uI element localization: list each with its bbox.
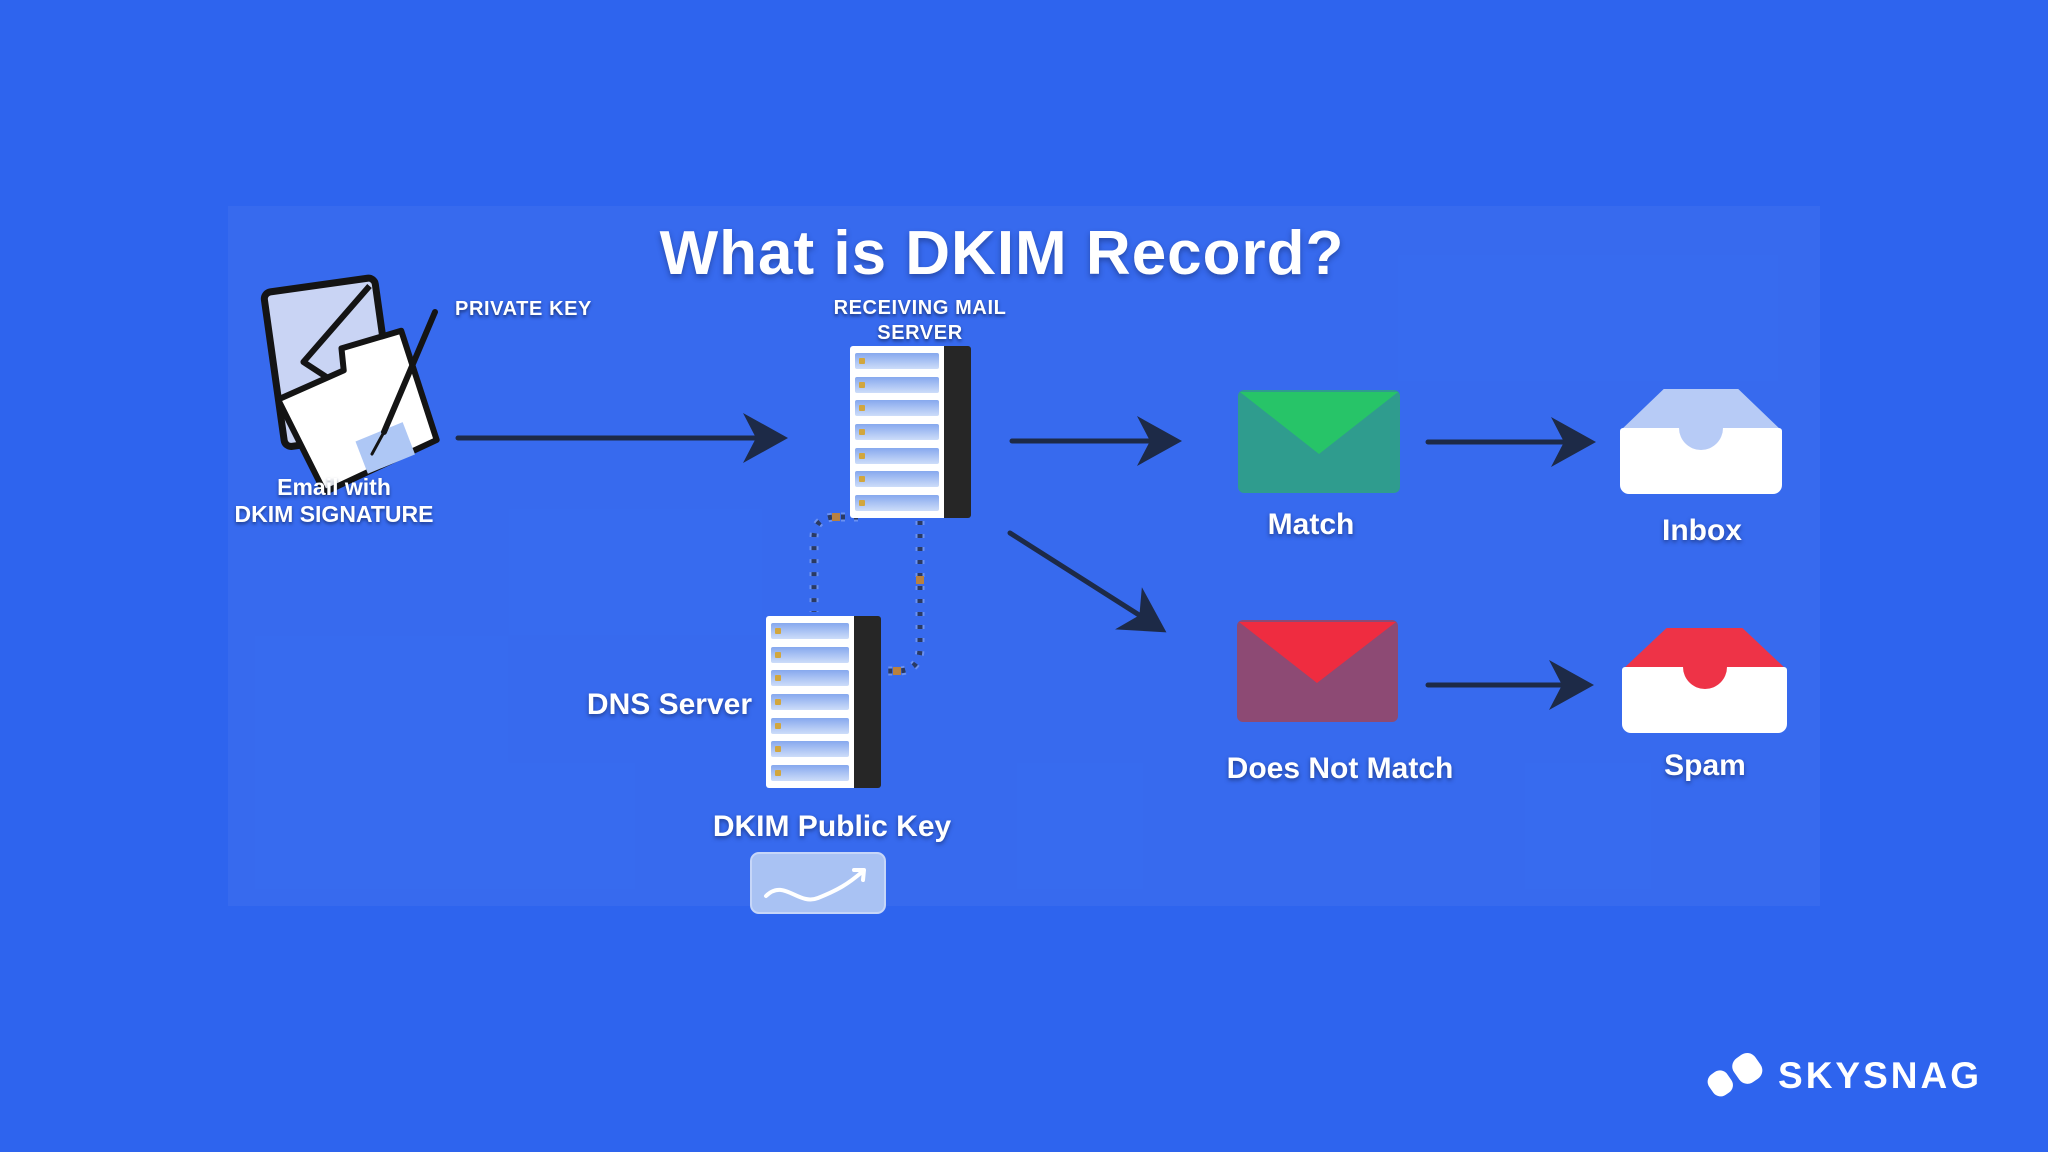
tray-notch xyxy=(1679,428,1723,450)
server-slat xyxy=(771,741,849,758)
private-key-label: PRIVATE KEY xyxy=(455,298,592,320)
connector-dot-1 xyxy=(832,513,840,521)
inbox-tray-icon xyxy=(1620,389,1782,494)
logo-wordmark: SKYSNAG xyxy=(1778,1055,1982,1096)
server-front xyxy=(766,616,854,788)
email-label-line1: Email with xyxy=(277,474,391,500)
signed-email-with-pen-icon xyxy=(260,274,440,496)
content-panel-tint xyxy=(228,206,1820,906)
wave-glyph xyxy=(764,868,866,902)
arrow-server-to-does-not-match xyxy=(1007,530,1167,633)
server-slat xyxy=(855,423,939,440)
receiving-label-line1: RECEIVING MAIL xyxy=(833,297,1007,319)
email-label-line2: DKIM SIGNATURE xyxy=(234,501,434,527)
envelope-flap xyxy=(1240,392,1398,454)
dkim-public-key-icon xyxy=(750,852,886,914)
skysnag-logo: SKYSNAG xyxy=(1706,1052,1982,1100)
envelope-flap xyxy=(1239,622,1396,683)
server-slat xyxy=(855,447,939,464)
server-front xyxy=(850,346,944,518)
envelope-match-icon xyxy=(1238,390,1400,493)
skysnag-logo-icon xyxy=(1707,1053,1763,1097)
receiving-mail-server-icon xyxy=(850,346,971,518)
dns-server-label: DNS Server xyxy=(586,688,752,721)
server-slat xyxy=(771,764,849,781)
server-side-panel xyxy=(944,346,971,518)
server-slat xyxy=(771,646,849,663)
dashed-link-server-to-dns xyxy=(811,514,858,612)
receiving-mail-server-label: RECEIVING MAIL SERVER xyxy=(810,296,1030,346)
inbox-label: Inbox xyxy=(1662,514,1742,547)
tray-lid xyxy=(1622,628,1787,670)
dashed-link-dns-to-server xyxy=(884,521,923,674)
server-slat xyxy=(855,376,939,393)
spam-label: Spam xyxy=(1664,749,1746,782)
server-side-panel xyxy=(854,616,881,788)
envelope-mismatch-icon xyxy=(1237,620,1398,722)
server-slat xyxy=(771,693,849,710)
dkim-public-key-label: DKIM Public Key xyxy=(712,810,952,843)
server-slat xyxy=(855,494,939,511)
dashed-link-halo-left xyxy=(809,512,858,612)
connector-dot-2 xyxy=(916,576,924,584)
receiving-label-line2: SERVER xyxy=(877,322,963,344)
dashed-link-halo-right xyxy=(884,521,925,676)
email-label: Email with DKIM SIGNATURE xyxy=(214,474,454,528)
server-slat xyxy=(855,353,939,369)
match-label: Match xyxy=(1267,508,1355,541)
spam-tray-icon xyxy=(1622,628,1787,733)
tray-notch xyxy=(1682,667,1727,689)
connector-dot-3 xyxy=(893,667,901,675)
dns-server-icon xyxy=(766,616,881,788)
page-title: What is DKIM Record? xyxy=(659,219,1345,288)
server-slat xyxy=(855,471,939,488)
does-not-match-label: Does Not Match xyxy=(1226,752,1454,785)
server-slat xyxy=(771,623,849,639)
server-slat xyxy=(771,717,849,734)
server-slat xyxy=(855,400,939,417)
tray-lid xyxy=(1620,389,1782,431)
server-slat xyxy=(771,670,849,687)
